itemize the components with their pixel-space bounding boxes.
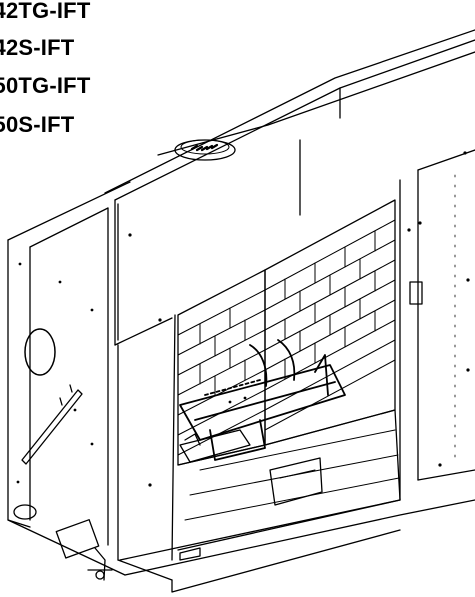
right-frame <box>399 149 475 501</box>
vent-grille <box>174 139 236 161</box>
log-grate <box>179 339 346 461</box>
screws <box>16 151 470 487</box>
model-label-42tg: -42TG-IFT <box>0 0 91 23</box>
firebox-back-wall <box>264 199 396 446</box>
left-side-panel <box>7 207 126 581</box>
model-label-42s: -42S-IFT <box>0 35 75 60</box>
burner-assembly <box>179 429 323 506</box>
model-label-50tg: -50TG-IFT <box>0 73 91 98</box>
top-panel <box>7 29 475 248</box>
front-hood <box>114 87 341 581</box>
bottom-front <box>119 499 475 593</box>
model-label-50s: -50S-IFT <box>0 112 75 137</box>
firebox-floor <box>177 409 401 551</box>
